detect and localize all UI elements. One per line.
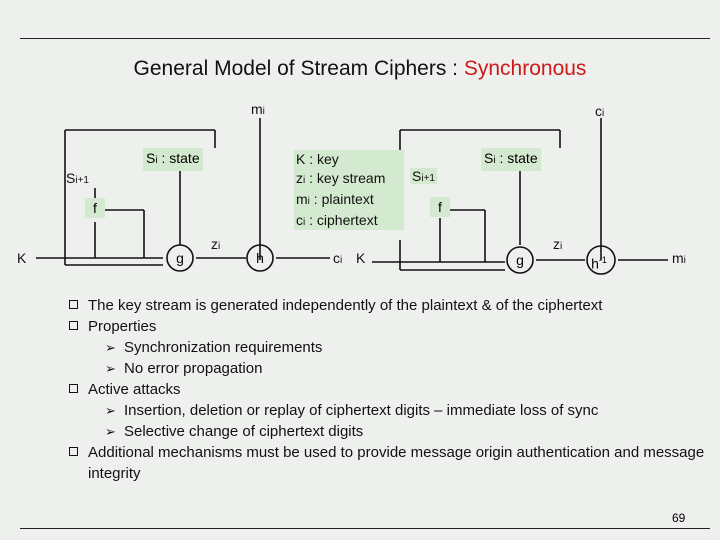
h-inverse-node: h-1 — [591, 255, 607, 272]
bullet-item: Properties — [69, 316, 709, 337]
arrow-bullet-icon: ➢ — [105, 340, 116, 355]
top-rule — [20, 38, 710, 39]
z-i-left-label: zi — [211, 236, 221, 252]
g-node-right: g — [516, 252, 524, 268]
c-i-mid-label: ci — [333, 250, 343, 266]
h-node: h — [256, 250, 264, 266]
checkbox-bullet-icon — [69, 300, 78, 309]
legend-ciphertext: ci : ciphertext — [296, 212, 378, 228]
bullet-item: Additional mechanisms must be used to pr… — [69, 442, 709, 484]
f-box-left: f — [85, 198, 105, 218]
sub-bullet-item: ➢No error propagation — [105, 360, 263, 377]
s-i1-left-label: Si+1 — [66, 170, 89, 186]
sub-bullet-item: ➢Synchronization requirements — [105, 339, 323, 356]
bullet-item: The key stream is generated independentl… — [69, 295, 709, 316]
arrow-bullet-icon: ➢ — [105, 424, 116, 439]
checkbox-bullet-icon — [69, 447, 78, 456]
state-box-left: Si : state — [143, 148, 203, 171]
arrow-bullet-icon: ➢ — [105, 361, 116, 376]
sub-bullet-item: ➢Selective change of ciphertext digits — [105, 423, 364, 440]
f-box-right: f — [430, 197, 450, 217]
legend-plaintext: mi : plaintext — [296, 191, 374, 207]
s-i1-right-label: Si+1 — [410, 168, 437, 184]
c-i-top-label: ci — [595, 103, 605, 119]
bottom-rule — [20, 528, 710, 529]
k-left-label: K — [17, 250, 27, 266]
title-highlight: Synchronous — [463, 57, 587, 80]
checkbox-bullet-icon — [69, 384, 78, 393]
legend-box: K : key zi : key stream mi : plaintext c… — [294, 150, 404, 230]
slide-title: General Model of Stream Ciphers : Synchr… — [0, 57, 720, 81]
bullet-item: Active attacks — [69, 379, 709, 400]
sub-bullet-item: ➢Insertion, deletion or replay of cipher… — [105, 402, 599, 419]
arrow-bullet-icon: ➢ — [105, 403, 116, 418]
checkbox-bullet-icon — [69, 321, 78, 330]
state-box-right: Si : state — [481, 148, 541, 171]
legend-keystream: zi : key stream — [296, 170, 386, 186]
z-i-right-label: zi — [553, 236, 563, 252]
m-i-output-label: mi — [672, 250, 686, 266]
page-number: 69 — [672, 511, 686, 525]
legend-key: K : key — [296, 151, 339, 167]
k-right-label: K — [356, 250, 366, 266]
title-main: General Model of Stream Ciphers : — [133, 57, 464, 80]
bullet-list: The key stream is generated independentl… — [69, 295, 709, 484]
m-i-top-label: mi — [251, 101, 265, 117]
g-node-left: g — [176, 250, 184, 266]
